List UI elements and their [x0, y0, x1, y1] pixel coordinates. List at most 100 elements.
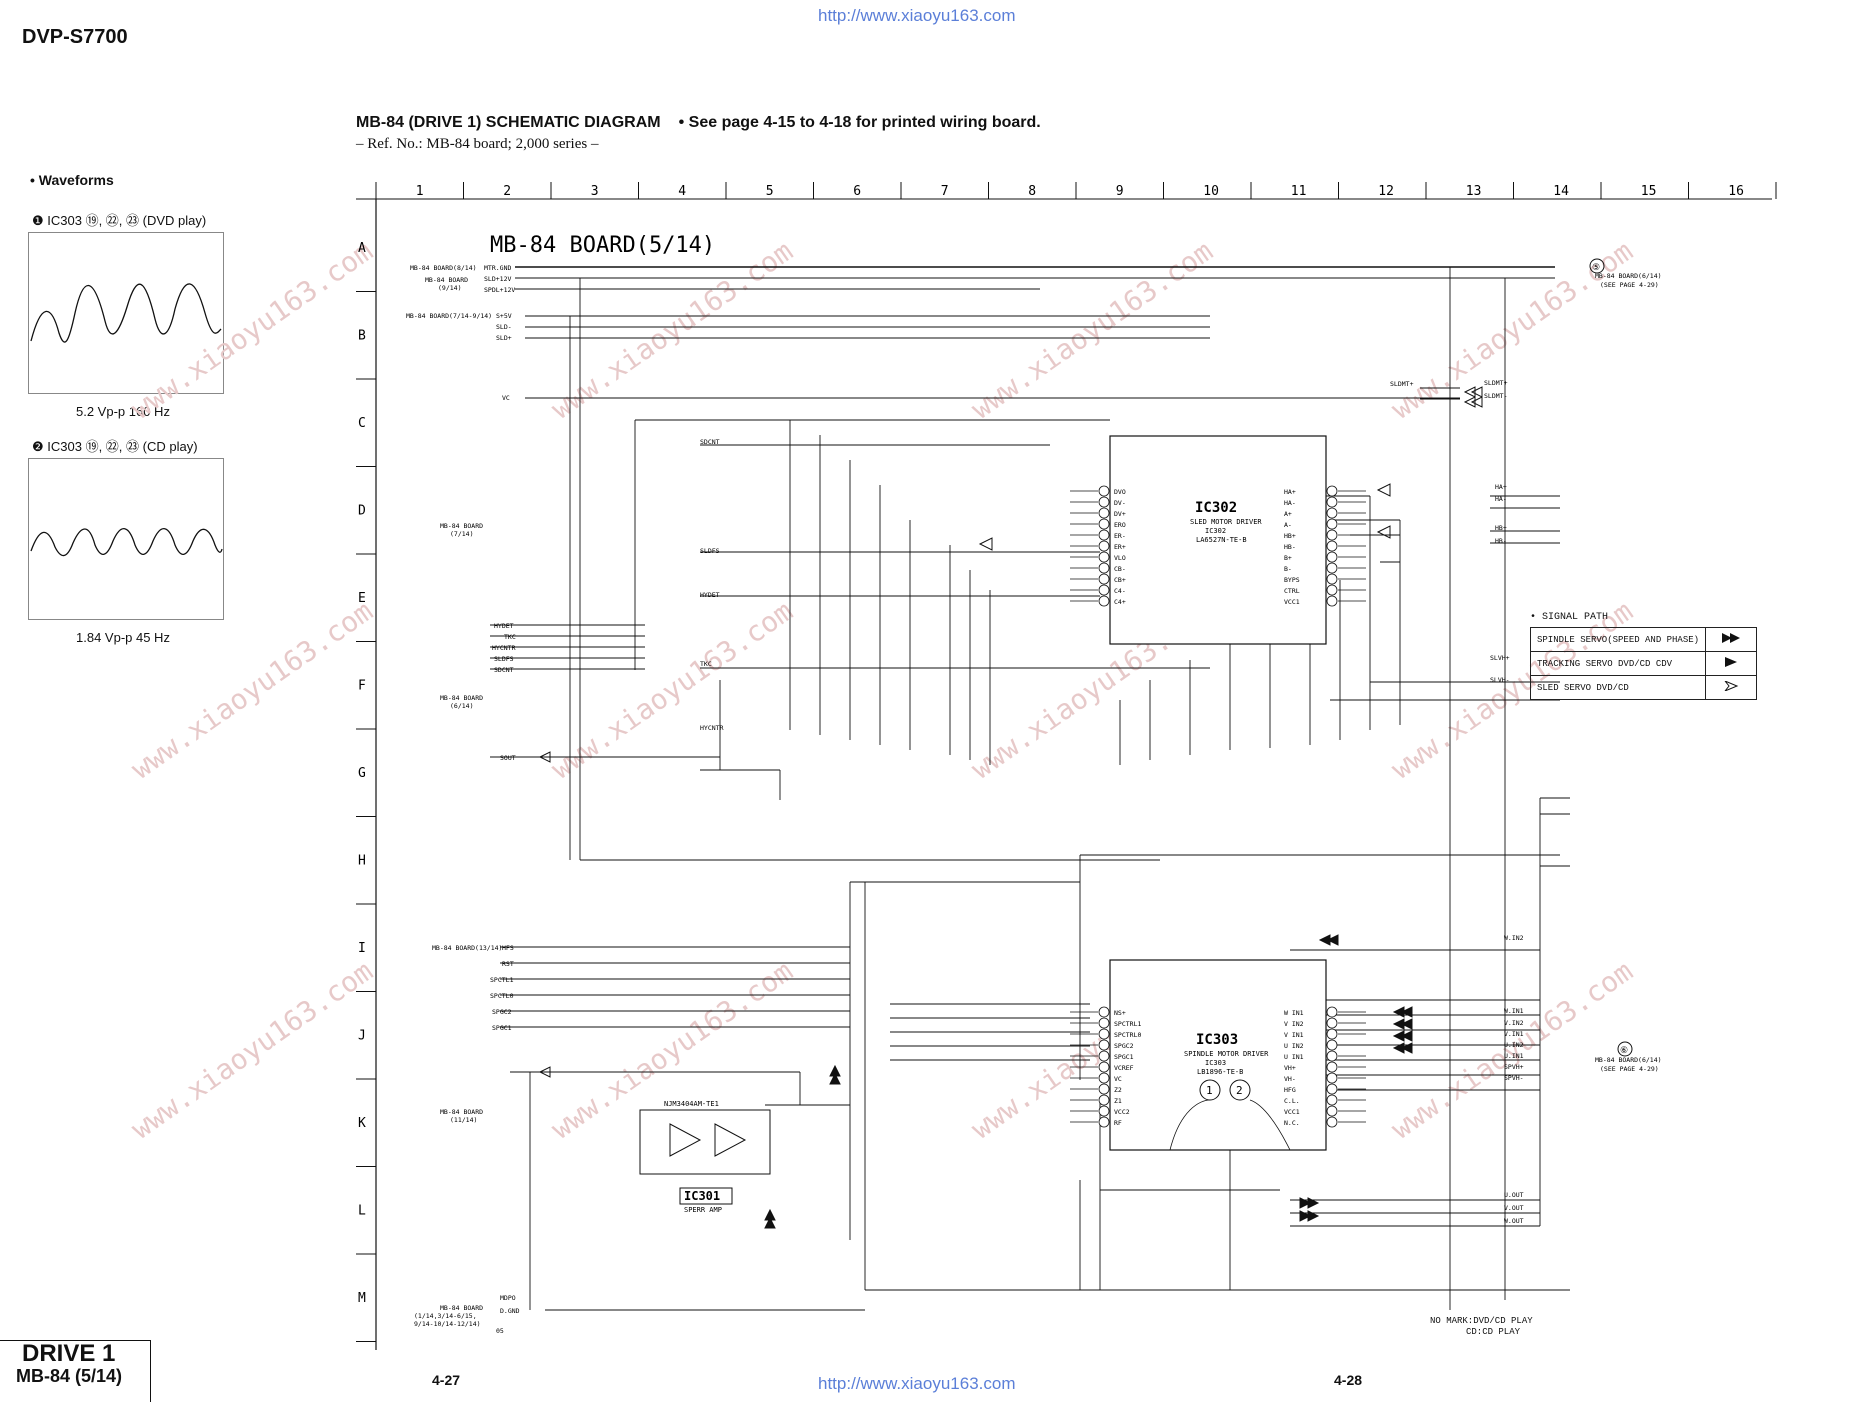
watermark: www.xiaoyu163.com [125, 234, 379, 425]
legend-row-label: SPINDLE SERVO(SPEED AND PHASE) [1529, 627, 1707, 652]
svg-text:SPGC1: SPGC1 [492, 1024, 512, 1032]
row-label: C [358, 416, 366, 431]
svg-text:MB-84 BOARD(13/14): MB-84 BOARD(13/14) [432, 944, 502, 952]
column-label: 12 [1378, 184, 1394, 199]
svg-text:D.GND: D.GND [500, 1307, 520, 1315]
pin-label: VCC1 [1284, 598, 1300, 606]
connector-k-left: MB-84 BOARD (11/14) [440, 1108, 483, 1124]
pin-label: SPGC2 [1114, 1042, 1134, 1050]
waveform-1-box [28, 232, 224, 394]
svg-text:HA-: HA- [1495, 495, 1507, 503]
section-board: MB-84 (5/14) [16, 1366, 123, 1386]
column-label: 5 [766, 184, 774, 199]
svg-text:W.IN1: W.IN1 [1504, 1007, 1524, 1015]
pin-marker [1098, 485, 1110, 497]
ic303-ref: IC303 [1196, 1032, 1238, 1048]
ic303: IC303 SPINDLE MOTOR DRIVER IC303 LB1896-… [1109, 959, 1327, 1151]
svg-text:9/14-10/14-12/14): 9/14-10/14-12/14) [414, 1320, 481, 1328]
pin-label: DV- [1114, 499, 1126, 507]
pin-label: VC [1114, 1075, 1122, 1083]
pin-label: W IN1 [1284, 1009, 1304, 1017]
row-label: I [358, 941, 366, 956]
pin-marker [1098, 507, 1110, 519]
svg-text:W.IN2: W.IN2 [1504, 934, 1524, 942]
pin-marker [1326, 1006, 1338, 1018]
column-label: 10 [1203, 184, 1219, 199]
pin-marker [1098, 1072, 1110, 1084]
column-label: 11 [1291, 184, 1307, 199]
pin-label: HA- [1284, 499, 1296, 507]
svg-text:HYDET: HYDET [700, 591, 720, 599]
legend-row-label: SLED SERVO DVD/CD [1529, 675, 1707, 700]
page-number-right: 4-28 [1334, 1372, 1363, 1388]
legend-row: SLED SERVO DVD/CD [1529, 675, 1758, 700]
svg-text:SDCNT: SDCNT [700, 438, 720, 446]
pin-label: ER+ [1114, 543, 1126, 551]
note-cd: CD:CD PLAY [1466, 1327, 1521, 1337]
row-label: H [358, 854, 366, 869]
row-label: G [358, 766, 366, 781]
pin-label: C4- [1114, 587, 1126, 595]
right-signals-top: SLDMT+ SLDMT+ SLDMT- HA+ HA- HB+ HB- SLV… [1390, 379, 1510, 684]
pin-marker [1098, 540, 1110, 552]
waveform-2-caption: 1.84 Vp-p 45 Hz [76, 630, 170, 645]
svg-text:V.OUT: V.OUT [1504, 1204, 1524, 1212]
svg-text:SPCTL1: SPCTL1 [490, 976, 514, 984]
solid-arrow-icon [1705, 651, 1758, 676]
note-no-mark: NO MARK:DVD/CD PLAY [1430, 1316, 1533, 1326]
ic301: NJM3404AM-TE1 IC301 SPERR AMP [639, 1100, 771, 1214]
column-label: 13 [1466, 184, 1482, 199]
pin-marker [1098, 1083, 1110, 1095]
ic301-desc: SPERR AMP [684, 1206, 722, 1214]
pin-marker [1098, 1039, 1110, 1051]
column-label: 1 [416, 184, 424, 199]
pin-label: SPCTRL1 [1114, 1020, 1141, 1028]
connector-m-left: MB-84 BOARD (1/14,3/14-6/15, 9/14-10/14-… [414, 1294, 520, 1335]
legend-row-label: TRACKING SERVO DVD/CD CDV [1529, 651, 1707, 676]
pin-marker [1098, 1105, 1110, 1117]
pin-marker [1326, 1050, 1338, 1062]
pin-label: ERO [1114, 521, 1126, 529]
connector-i-left: MB-84 BOARD(13/14) HFS RST SPCTL1 SPCTL0… [432, 944, 514, 1032]
board-label: MB-84 BOARD(5/14) [490, 233, 715, 258]
watermark: www.xiaoyu163.com [545, 234, 799, 425]
svg-text:HA+: HA+ [1495, 483, 1507, 491]
waveform-2-box [28, 458, 224, 620]
pin-label: A- [1284, 521, 1292, 529]
pin-label: U IN2 [1284, 1042, 1304, 1050]
svg-text:TKC: TKC [504, 633, 516, 641]
svg-text:⑥: ⑥ [1620, 1046, 1628, 1056]
pin-marker [1326, 1116, 1338, 1128]
waveforms-heading: • Waveforms [30, 172, 114, 188]
svg-text:SLDFS: SLDFS [700, 547, 720, 555]
svg-text:S+5V: S+5V [496, 312, 512, 320]
column-label: 4 [678, 184, 686, 199]
pin-marker [1098, 1061, 1110, 1073]
svg-text:1: 1 [1206, 1084, 1213, 1097]
grid-frame [356, 198, 1772, 1350]
column-label: 6 [853, 184, 861, 199]
row-label: D [358, 504, 366, 519]
play-mode-notes: NO MARK:DVD/CD PLAY CD:CD PLAY [1430, 1316, 1533, 1338]
column-label: 14 [1553, 184, 1569, 199]
pin-marker [1326, 1105, 1338, 1117]
wire-traces [490, 266, 1570, 1311]
pin-label: A+ [1284, 510, 1292, 518]
pin-marker [1098, 1050, 1110, 1062]
source-url-top[interactable]: http://www.xiaoyu163.com [818, 6, 1016, 25]
source-url-bottom[interactable]: http://www.xiaoyu163.com [818, 1374, 1016, 1393]
pin-marker [1326, 573, 1338, 585]
footer-rule [0, 1340, 150, 1341]
pin-label: VCC2 [1114, 1108, 1130, 1116]
pin-label: Z2 [1114, 1086, 1122, 1094]
svg-text:MDPO: MDPO [500, 1294, 516, 1302]
pin-marker [1098, 1006, 1110, 1018]
svg-text:SLD+: SLD+ [496, 334, 512, 342]
watermark: www.xiaoyu163.com [125, 954, 379, 1145]
column-label: 15 [1641, 184, 1657, 199]
